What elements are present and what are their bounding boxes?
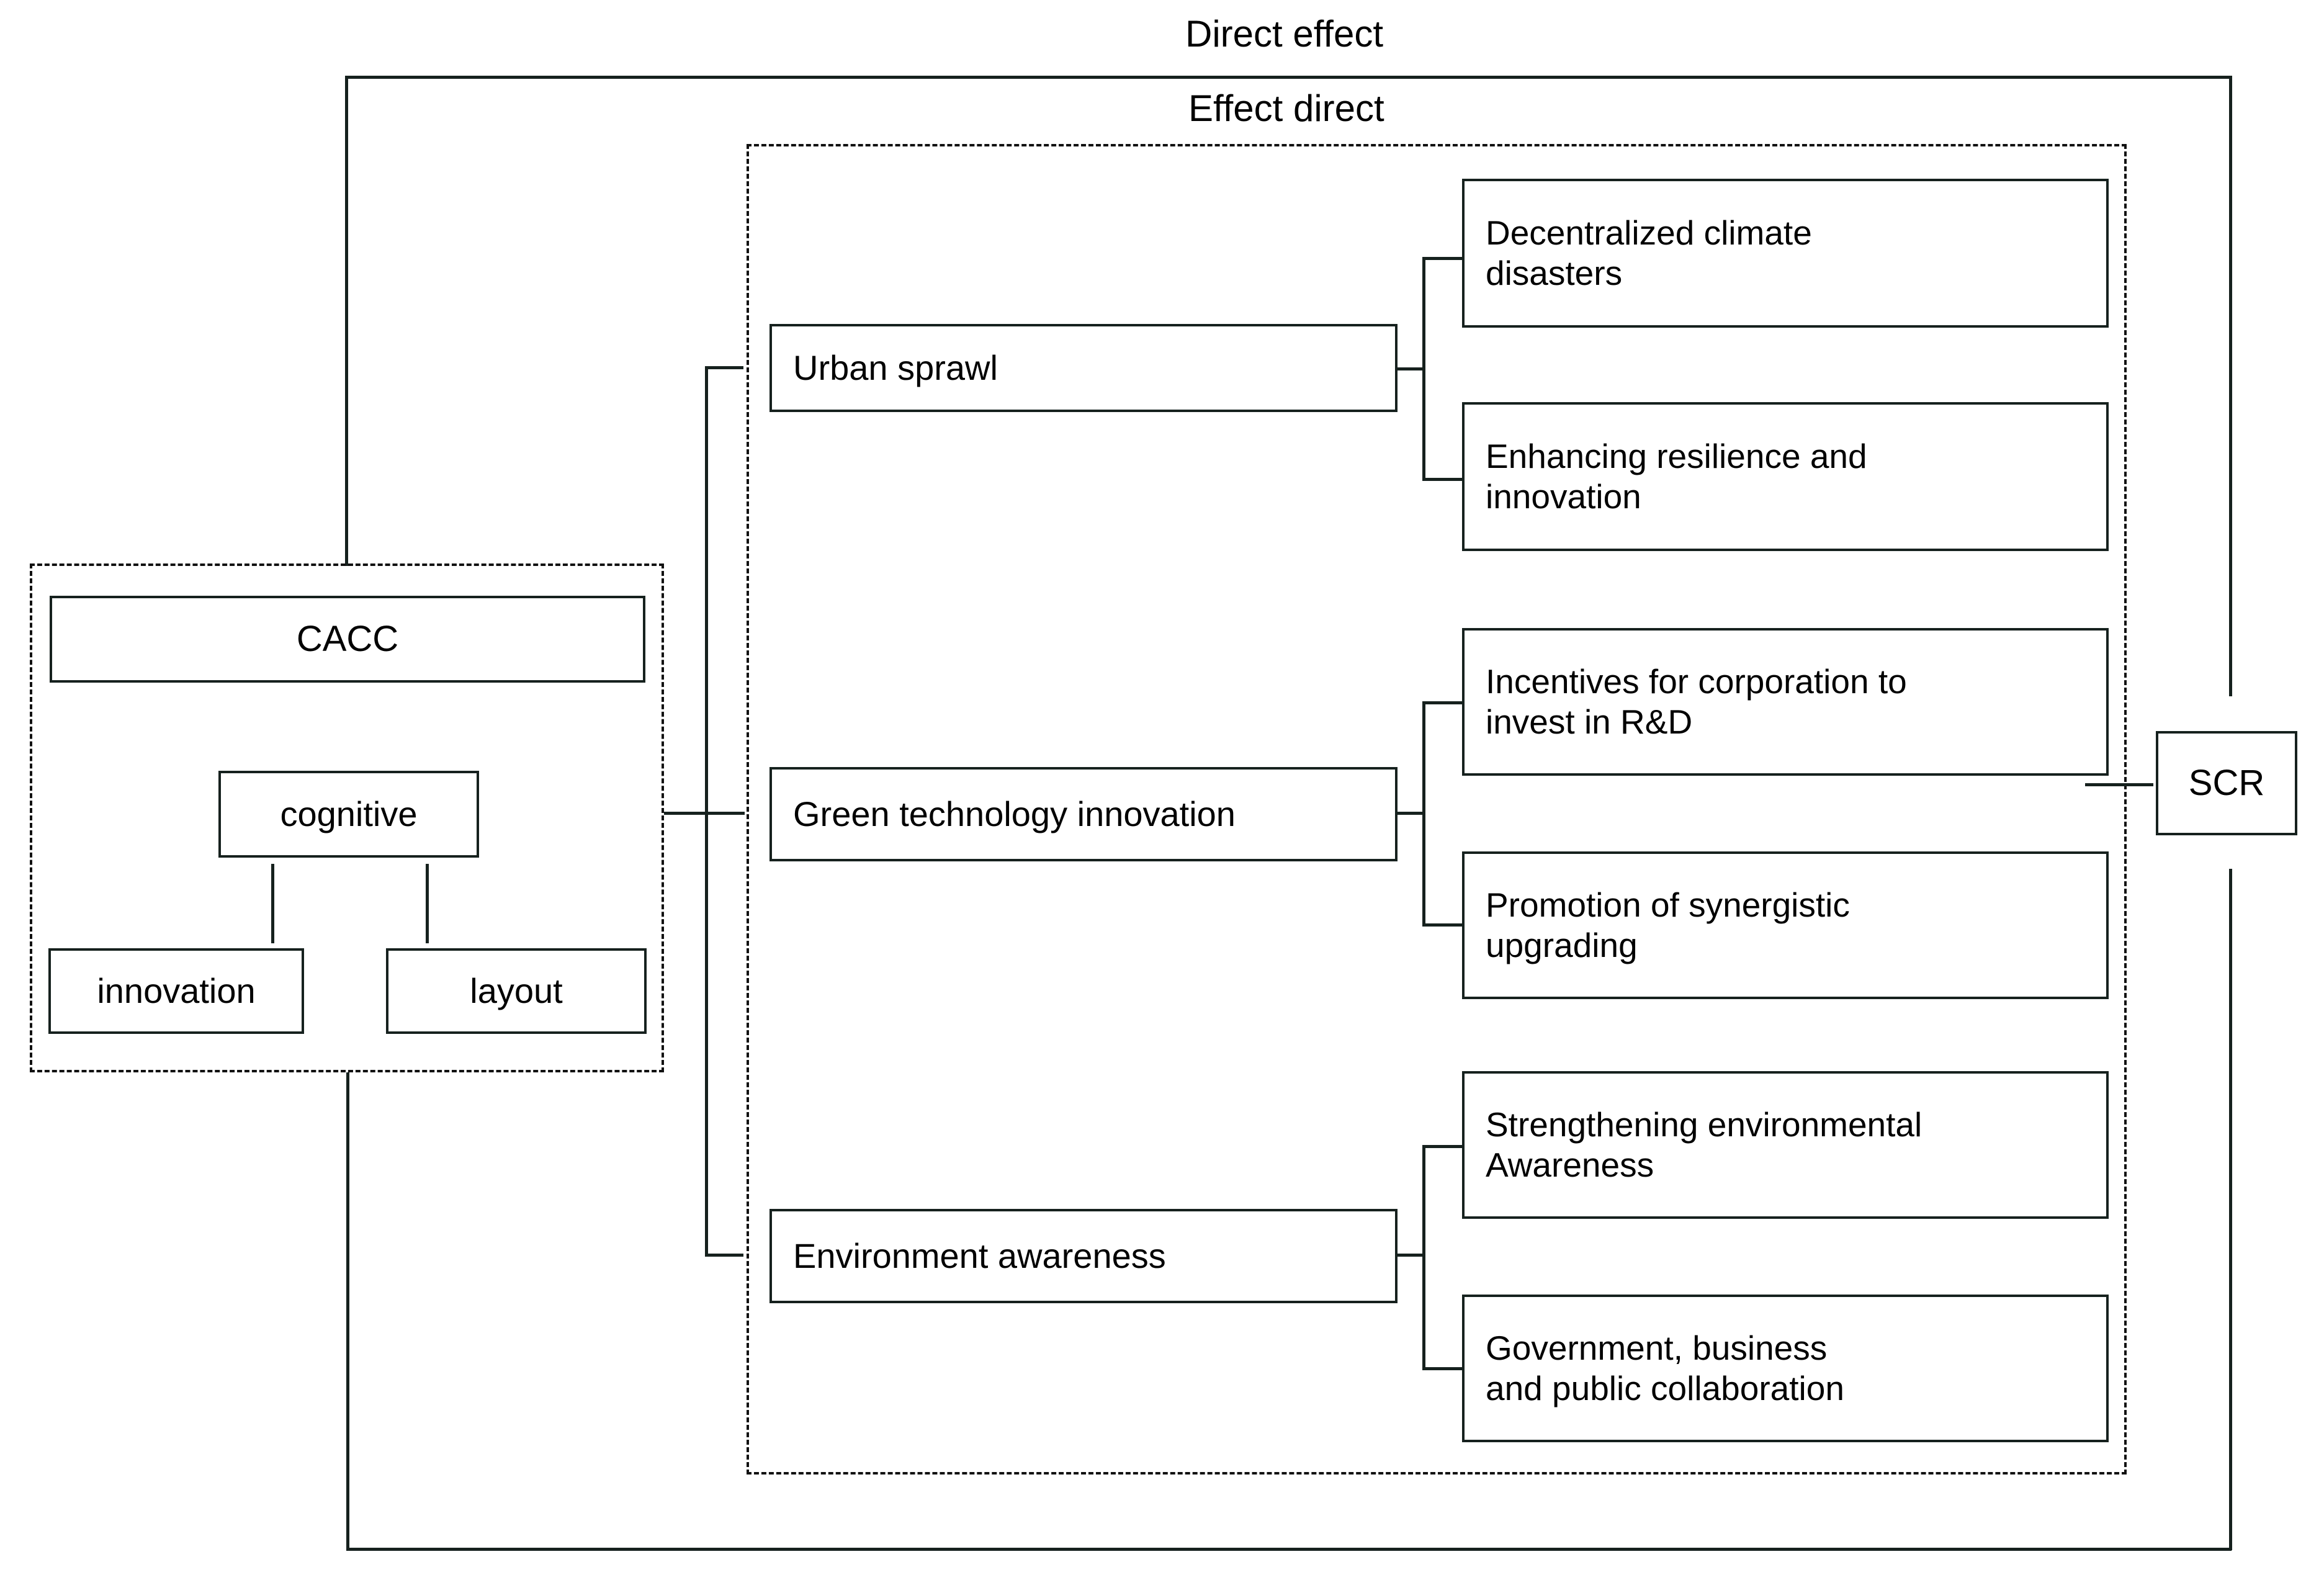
connector-green-tech-stub: [1398, 812, 1425, 815]
outcome-strengthening-awareness-label: Strengthening environmental Awareness: [1486, 1105, 1922, 1184]
connector-urban-sprawl-stub: [1398, 367, 1425, 370]
outcome-strengthening-awareness-box[interactable]: Strengthening environmental Awareness: [1462, 1071, 2109, 1219]
connector-mediator-distributor: [705, 366, 708, 1254]
cacc-label: CACC: [296, 618, 399, 659]
arrowhead-into-incentives-rd: [1436, 687, 1465, 716]
connector-green-to-outcome-2: [1422, 923, 1462, 927]
outcome-gov-business-public-box[interactable]: Government, business and public collabor…: [1462, 1295, 2109, 1442]
outcome-decentralized-climate-disasters-box[interactable]: Decentralized climate disasters: [1462, 179, 2109, 328]
connector-urban-to-outcome-2: [1422, 478, 1462, 481]
outcome-incentives-rd-label: Incentives for corporation to invest in …: [1486, 662, 1907, 741]
scr-box[interactable]: SCR: [2156, 731, 2297, 835]
connector-cognitive-layout: [426, 864, 429, 943]
connector-bottom-route-vertical-right: [2229, 869, 2232, 1550]
scr-label: SCR: [2188, 762, 2265, 803]
connector-urban-sprawl-branch: [1422, 257, 1425, 479]
mediator-environment-awareness-box[interactable]: Environment awareness: [769, 1209, 1398, 1303]
cacc-group-boundary: [30, 563, 664, 1072]
arrowhead-cognitive-layout-down: [413, 920, 442, 948]
outcome-gov-business-public-label: Government, business and public collabor…: [1486, 1329, 1844, 1407]
outcome-incentives-rd-box[interactable]: Incentives for corporation to invest in …: [1462, 628, 2109, 776]
cognitive-label: cognitive: [280, 794, 418, 833]
connector-direct-effect-horizontal-top: [345, 76, 2232, 79]
label-direct-effect: Direct effect: [1185, 13, 1384, 55]
connector-direct-effect-vertical-left: [345, 76, 348, 566]
connector-boundary-to-scr: [2085, 783, 2153, 786]
arrowhead-into-strengthening-awareness: [1436, 1131, 1465, 1159]
arrowhead-into-environment-awareness: [717, 1239, 746, 1268]
cacc-box[interactable]: CACC: [50, 596, 645, 683]
arrowhead-into-synergistic-upgrading: [1436, 909, 1465, 938]
arrowhead-into-enhancing-resilience: [1436, 464, 1465, 492]
mediator-urban-sprawl-label: Urban sprawl: [793, 348, 998, 387]
connector-bottom-route-horizontal: [346, 1548, 2232, 1551]
arrowhead-cognitive-layout-up: [413, 858, 442, 886]
connector-distributor-to-urban-sprawl: [705, 366, 743, 369]
arrowhead-into-scr-left: [2127, 769, 2156, 797]
mediator-environment-awareness-label: Environment awareness: [793, 1236, 1166, 1275]
arrowhead-into-urban-sprawl: [717, 352, 746, 380]
innovation-box[interactable]: innovation: [48, 948, 304, 1034]
mediator-green-tech-box[interactable]: Green technology innovation: [769, 767, 1398, 861]
connector-environment-stub: [1398, 1254, 1425, 1257]
outcome-synergistic-upgrading-label: Promotion of synergistic upgrading: [1486, 886, 1850, 964]
arrowhead-direct-effect-into-scr: [2215, 695, 2244, 724]
label-effect-direct: Effect direct: [1188, 88, 1384, 129]
layout-label: layout: [470, 971, 563, 1010]
connector-green-to-outcome-1: [1422, 701, 1462, 704]
outcome-decentralized-climate-disasters-label: Decentralized climate disasters: [1486, 213, 1812, 292]
outcome-synergistic-upgrading-box[interactable]: Promotion of synergistic upgrading: [1462, 851, 2109, 999]
outcome-enhancing-resilience-box[interactable]: Enhancing resilience and innovation: [1462, 402, 2109, 551]
connector-direct-effect-vertical-right: [2229, 76, 2232, 696]
mediator-urban-sprawl-box[interactable]: Urban sprawl: [769, 324, 1398, 412]
arrowhead-into-green-tech: [717, 797, 746, 826]
connector-bottom-route-vertical-left: [346, 1072, 349, 1550]
arrowhead-into-gov-business-public: [1436, 1353, 1465, 1381]
connector-cacc-to-distributor: [664, 812, 745, 815]
connector-green-tech-branch: [1422, 701, 1425, 925]
connector-distributor-to-environment: [705, 1254, 743, 1257]
connector-environment-branch: [1422, 1145, 1425, 1368]
connector-env-to-outcome-2: [1422, 1367, 1462, 1370]
arrowhead-into-decentralized-climate-disasters: [1436, 243, 1465, 271]
cognitive-box[interactable]: cognitive: [218, 771, 479, 858]
arrowhead-bottom-route-into-scr: [2215, 837, 2244, 865]
outcome-enhancing-resilience-label: Enhancing resilience and innovation: [1486, 437, 1867, 516]
connector-cognitive-innovation: [271, 864, 274, 943]
connector-env-to-outcome-1: [1422, 1145, 1462, 1148]
mediator-green-tech-label: Green technology innovation: [793, 794, 1236, 833]
arrowhead-cognitive-innovation-down: [259, 920, 287, 948]
connector-urban-to-outcome-1: [1422, 257, 1462, 260]
arrowhead-cognitive-innovation-up: [259, 858, 287, 886]
effect-direct-boundary: [747, 144, 2127, 1475]
layout-box[interactable]: layout: [386, 948, 647, 1034]
innovation-label: innovation: [97, 971, 256, 1010]
